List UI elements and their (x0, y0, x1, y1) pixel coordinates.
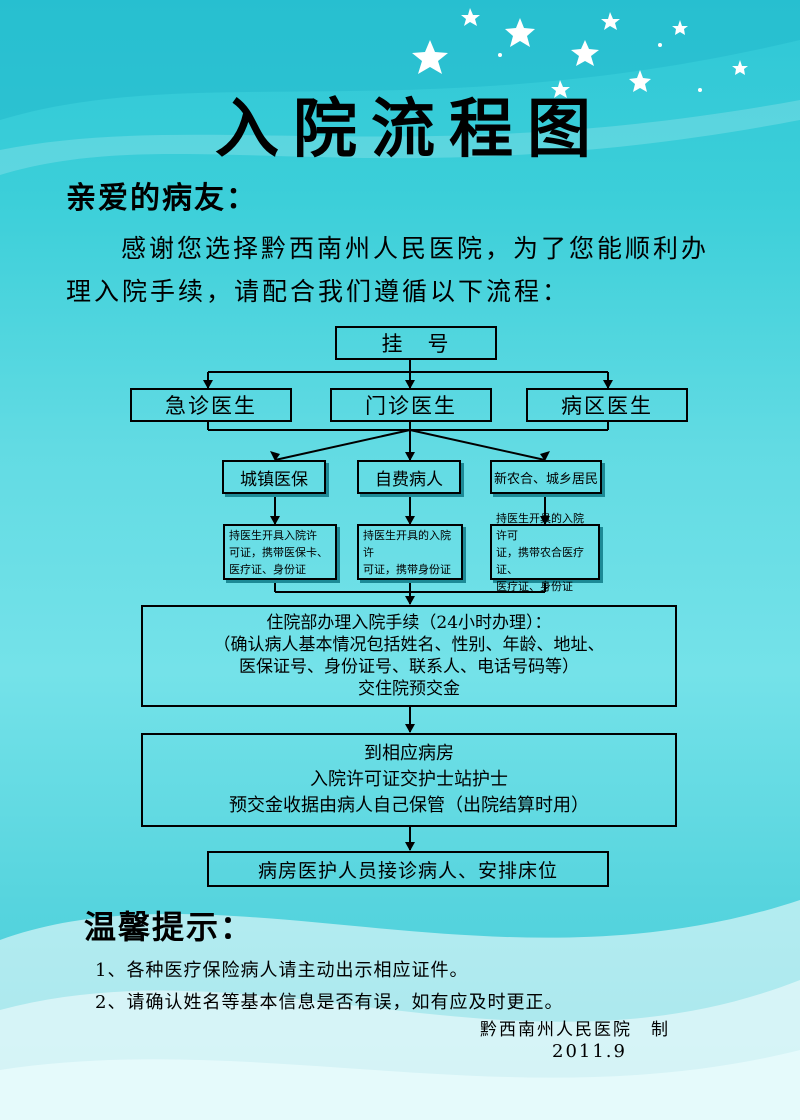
star-icon (601, 12, 620, 30)
star-icon (571, 40, 599, 66)
rural-cooperative-box: 新农合、城乡居民 (490, 460, 602, 494)
greeting: 亲爱的病友： (66, 181, 258, 216)
outpatient-doctor-box: 门诊医生 (330, 388, 492, 422)
rural-cooperative-docs-box: 持医生开具的入院许可 证，携带农合医疗证、 医疗证、身份证 (490, 512, 600, 593)
intro-line-1: 感谢您选择黔西南州人民医院，为了您能顺利办 (121, 234, 710, 263)
wave-top (0, 0, 800, 120)
emergency-doctor-box: 急诊医生 (130, 388, 292, 422)
star-icon (629, 70, 651, 92)
urban-insurance-docs-box: 持医生开具入院许 可证，携带医保卡、 医疗证、身份证 (223, 524, 337, 580)
ward-doctor-box: 病区医生 (526, 388, 688, 422)
star-icon (551, 80, 570, 98)
self-pay-box: 自费病人 (357, 460, 461, 494)
sparkle-icon (658, 43, 662, 47)
admission-procedure-box: 住院部办理入院手续（24小时办理）： （确认病人基本情况包括姓名、性别、年龄、地… (141, 605, 677, 707)
tip-item-1: 1、各种医疗保险病人请主动出示相应证件。 (95, 960, 469, 981)
wave-top-light (0, 100, 800, 175)
tips-title: 温馨提示： (84, 908, 255, 946)
ward-procedure-box: 到相应病房 入院许可证交护士站护士 预交金收据由病人自己保管（出院结算时用） (141, 733, 677, 827)
star-icon (732, 60, 748, 75)
wave-bottom-3 (0, 1050, 800, 1120)
sparkle-icon (498, 53, 502, 57)
sparkle-icon (698, 88, 702, 92)
flow-arrowheads (203, 380, 613, 851)
page-title: 入院流程图 (215, 92, 605, 167)
register-box: 挂 号 (335, 326, 497, 360)
star-icon (672, 20, 688, 35)
star-icon (412, 40, 448, 74)
intro-line-2: 理入院手续，请配合我们遵循以下流程： (66, 277, 571, 306)
urban-insurance-box: 城镇医保 (222, 460, 326, 494)
star-icon (461, 8, 480, 26)
self-pay-docs-box: 持医生开具的入院许 可证，携带身份证 (357, 524, 463, 580)
tip-item-2: 2、请确认姓名等基本信息是否有误，如有应及时更正。 (95, 992, 564, 1013)
bed-arrangement-box: 病房医护人员接诊病人、安排床位 (207, 851, 609, 887)
issue-date: 2011.9 (552, 1041, 627, 1062)
star-icon (505, 18, 535, 47)
hospital-signature: 黔西南州人民医院 制 (480, 1020, 670, 1040)
star-icons (412, 8, 748, 98)
